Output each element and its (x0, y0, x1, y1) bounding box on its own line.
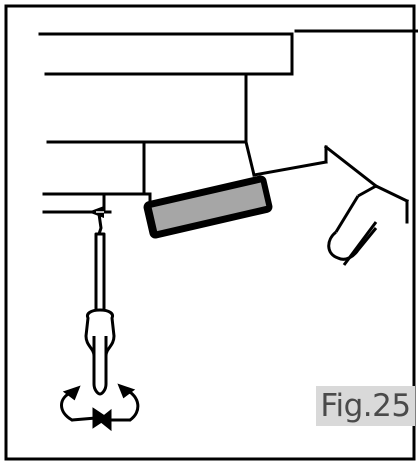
lamp-cover-icon (143, 175, 273, 239)
rotate-arrows-icon (60, 383, 140, 432)
cabinet-structure (38, 29, 418, 224)
figure-border (4, 4, 416, 461)
screw-icon (88, 206, 104, 218)
figure-label: Fig.25 (316, 386, 415, 426)
finger-icon (327, 184, 378, 266)
screwdriver-icon (84, 213, 116, 396)
